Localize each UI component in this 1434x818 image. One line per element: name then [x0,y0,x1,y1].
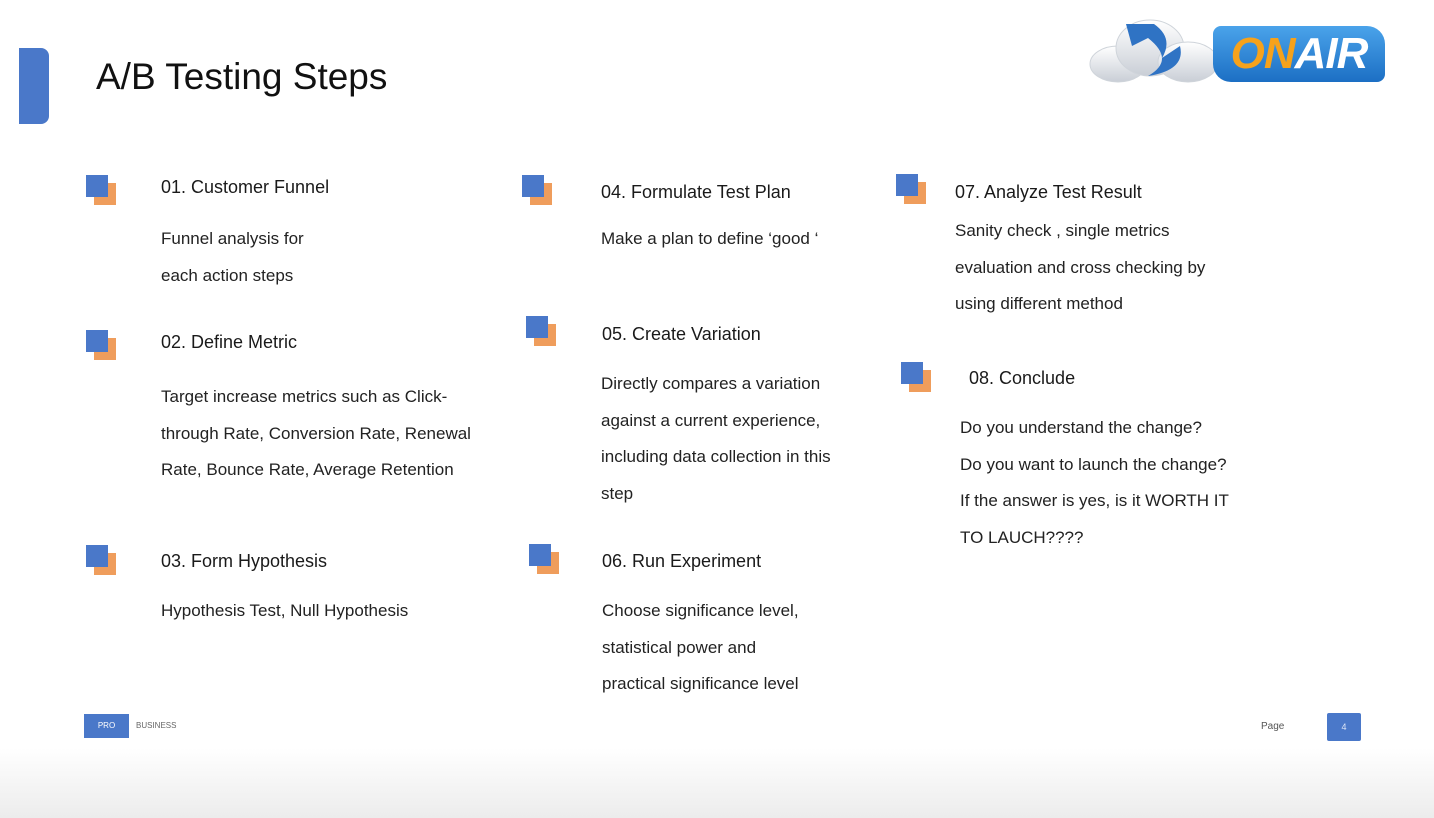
step-description: Directly compares a variation against a … [601,366,831,512]
title-accent-bar [19,48,49,124]
step-bullet-icon [86,175,118,207]
logo-part-air: AIR [1294,29,1369,78]
step-description: Make a plan to define ‘good ‘ [601,221,818,258]
desc-line: Do you understand the change? [960,418,1202,437]
page-label: Page [1261,721,1285,732]
footer-label: BUSINESS [136,721,177,730]
desc-line: Make a plan to define ‘good ‘ [601,229,819,248]
step-bullet-icon [86,330,118,362]
step-description: Choose significance level, statistical p… [602,593,799,703]
bottom-gradient [0,748,1434,818]
desc-line: Sanity check , single metrics [955,221,1170,240]
step-description: Do you understand the change? Do you wan… [960,410,1229,556]
step-bullet-icon [86,545,118,577]
desc-line: If the answer is yes, is it WORTH IT [960,491,1229,510]
desc-line: Rate, Bounce Rate, Average Retention [161,460,454,479]
step-title: 06. Run Experiment [602,551,762,571]
page-number: 4 [1327,713,1361,741]
step-title: 07. Analyze Test Result [955,182,1142,202]
step-bullet-icon [896,174,928,206]
desc-line: Directly compares a variation [601,374,821,393]
step-description: Hypothesis Test, Null Hypothesis [161,593,408,630]
desc-line: against a current experience, [601,410,821,430]
desc-line: Target increase metrics such as Click- [161,387,448,406]
desc-line: through Rate, Conversion Rate, Renewal [161,423,471,443]
desc-line: TO LAUCH???? [960,527,1084,547]
desc-line: Hypothesis Test, Null Hypothesis [161,601,409,620]
desc-line: practical significance level [602,674,799,693]
step-title: 02. Define Metric [161,332,298,352]
step-title: 04. Formulate Test Plan [601,182,791,202]
footer-badge: PRO [84,714,129,738]
desc-line: Funnel analysis for [161,229,304,248]
step-bullet-icon [522,175,554,207]
desc-line: using different method [955,294,1123,313]
step-title: 03. Form Hypothesis [161,551,328,571]
desc-line: step [601,483,634,503]
step-description: Target increase metrics such as Click- t… [161,379,471,489]
step-title: 08. Conclude [969,368,1076,388]
logo-part-on: ON [1230,29,1296,78]
step-description: Funnel analysis for each action steps [161,221,304,294]
desc-line: Choose significance level, [602,601,799,620]
desc-line: evaluation and cross checking by [955,257,1206,277]
step-bullet-icon [529,544,561,576]
step-title: 05. Create Variation [602,324,761,344]
desc-line: each action steps [161,265,294,285]
step-title: 01. Customer Funnel [161,177,330,197]
logo-wordmark: ONAIR [1213,26,1385,82]
cloud-logo-icon [1089,19,1219,83]
desc-line: Do you want to launch the change? [960,454,1227,474]
step-bullet-icon [901,362,933,394]
desc-line: statistical power and [602,637,757,657]
desc-line: including data collection in this [601,447,831,466]
step-description: Sanity check , single metrics evaluation… [955,213,1205,323]
step-bullet-icon [526,316,558,348]
slide-title: A/B Testing Steps [96,56,388,97]
